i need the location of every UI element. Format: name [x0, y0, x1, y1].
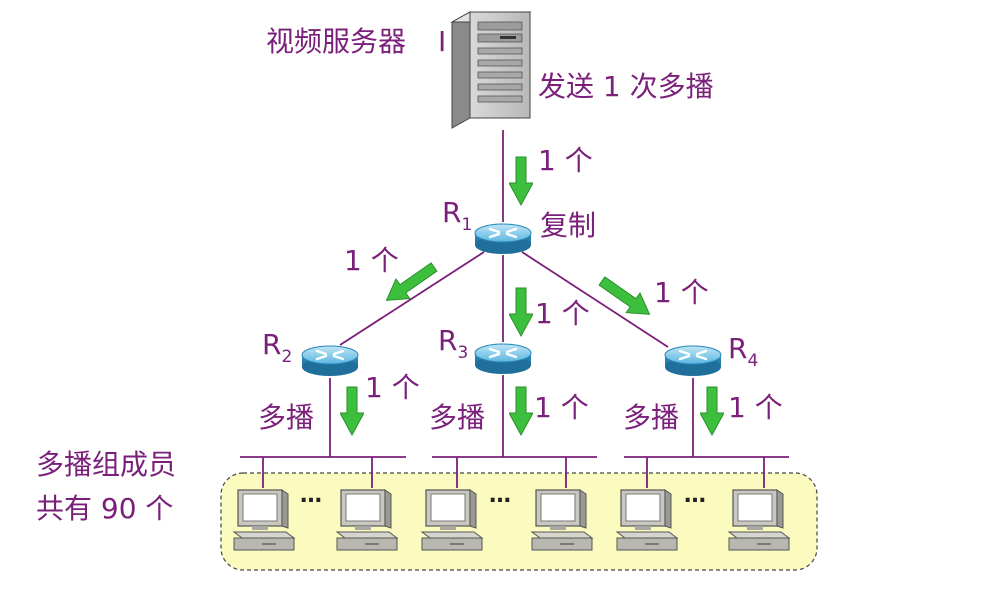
count-label-r2-lan: 1 个: [365, 371, 420, 404]
video-server-icon: [450, 11, 532, 129]
flow-arrow-icon: [598, 276, 651, 315]
count-label-r3-link: 1 个: [535, 297, 590, 330]
flow-arrow-icon: [509, 386, 533, 436]
host-computer-icon: [728, 489, 790, 551]
count-label-r2-link: 1 个: [344, 244, 399, 277]
network-links: [240, 130, 789, 488]
host-computer-icon: [616, 489, 678, 551]
count-label-r4-link: 1 个: [654, 276, 709, 309]
multicast-label-r3: 多播: [429, 401, 485, 434]
copy-label: 复制: [540, 209, 596, 242]
router-label-r4: R4: [728, 332, 758, 371]
ellipsis: …: [684, 483, 706, 508]
router-label-r3: R3: [438, 324, 468, 363]
ellipsis: …: [489, 483, 511, 508]
host-computer-icon: [233, 489, 295, 551]
router-r1-icon: [473, 222, 533, 256]
host-computer-icon: [531, 489, 593, 551]
count-label-r4-lan: 1 个: [728, 391, 783, 424]
group-members-label: 多播组成员: [36, 448, 176, 481]
server-label: 视频服务器: [266, 25, 406, 58]
router-r4-icon: [663, 344, 723, 378]
multicast-label-r2: 多播: [258, 401, 314, 434]
flow-arrow-icon: [340, 386, 364, 436]
ellipsis: …: [300, 483, 322, 508]
count-label-r3-lan: 1 个: [534, 391, 589, 424]
count-label-server: 1 个: [538, 144, 593, 177]
router-label-r2: R2: [262, 328, 292, 367]
send-once-label: 发送 1 次多播: [538, 70, 714, 103]
host-computer-icon: [336, 489, 398, 551]
multicast-label-r4: 多播: [623, 401, 679, 434]
flow-arrow-icon: [509, 287, 533, 337]
router-label-r1: R1: [442, 196, 472, 235]
flow-arrow-icon: [509, 156, 533, 206]
group-count-label: 共有 90 个: [36, 492, 173, 525]
host-computer-icon: [421, 489, 483, 551]
server-label-suffix: I: [438, 25, 446, 58]
flow-arrow-icon: [700, 386, 724, 436]
router-r2-icon: [300, 344, 360, 378]
router-r3-icon: [473, 342, 533, 376]
flow-arrow-icon: [385, 262, 438, 301]
